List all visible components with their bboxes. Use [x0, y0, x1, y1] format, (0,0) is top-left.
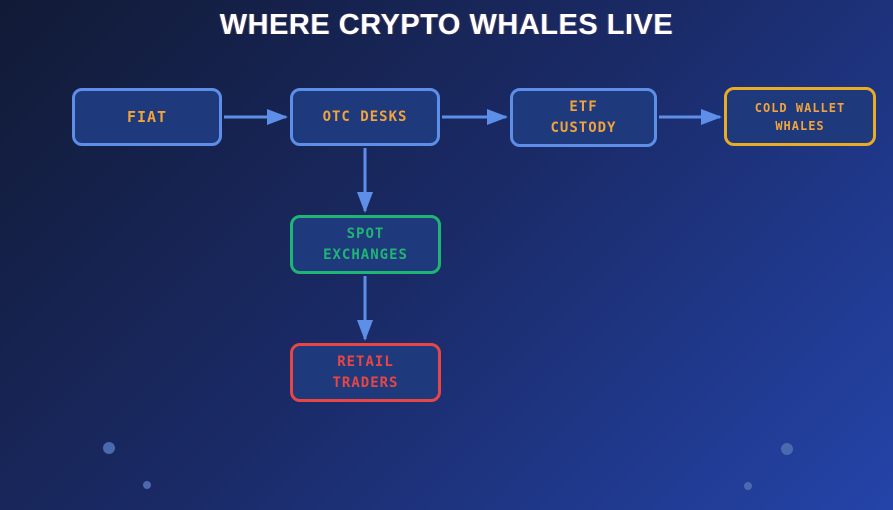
node-spot-exchanges: SPOT EXCHANGES: [290, 215, 441, 274]
node-spot-exchanges-label: SPOT EXCHANGES: [323, 225, 408, 263]
node-retail-traders-label: RETAIL TRADERS: [332, 353, 399, 391]
node-retail-traders: RETAIL TRADERS: [290, 343, 441, 402]
node-cold-wallet-whales-label: COLD WALLET WHALES: [754, 100, 846, 133]
node-fiat: FIAT: [72, 88, 222, 146]
node-etf-custody: ETF CUSTODY: [510, 88, 657, 147]
decor-dot: [744, 482, 752, 490]
node-otc-desks: OTC DESKS: [290, 88, 440, 146]
decor-dot: [143, 481, 151, 489]
node-etf-custody-label: ETF CUSTODY: [550, 98, 617, 136]
decor-dot: [781, 443, 793, 455]
page-title: WHERE CRYPTO WHALES LIVE: [219, 9, 674, 41]
node-otc-desks-label: OTC DESKS: [322, 108, 408, 125]
node-cold-wallet-whales: COLD WALLET WHALES: [724, 87, 876, 146]
node-fiat-label: FIAT: [126, 107, 168, 126]
decor-dot: [103, 442, 115, 454]
